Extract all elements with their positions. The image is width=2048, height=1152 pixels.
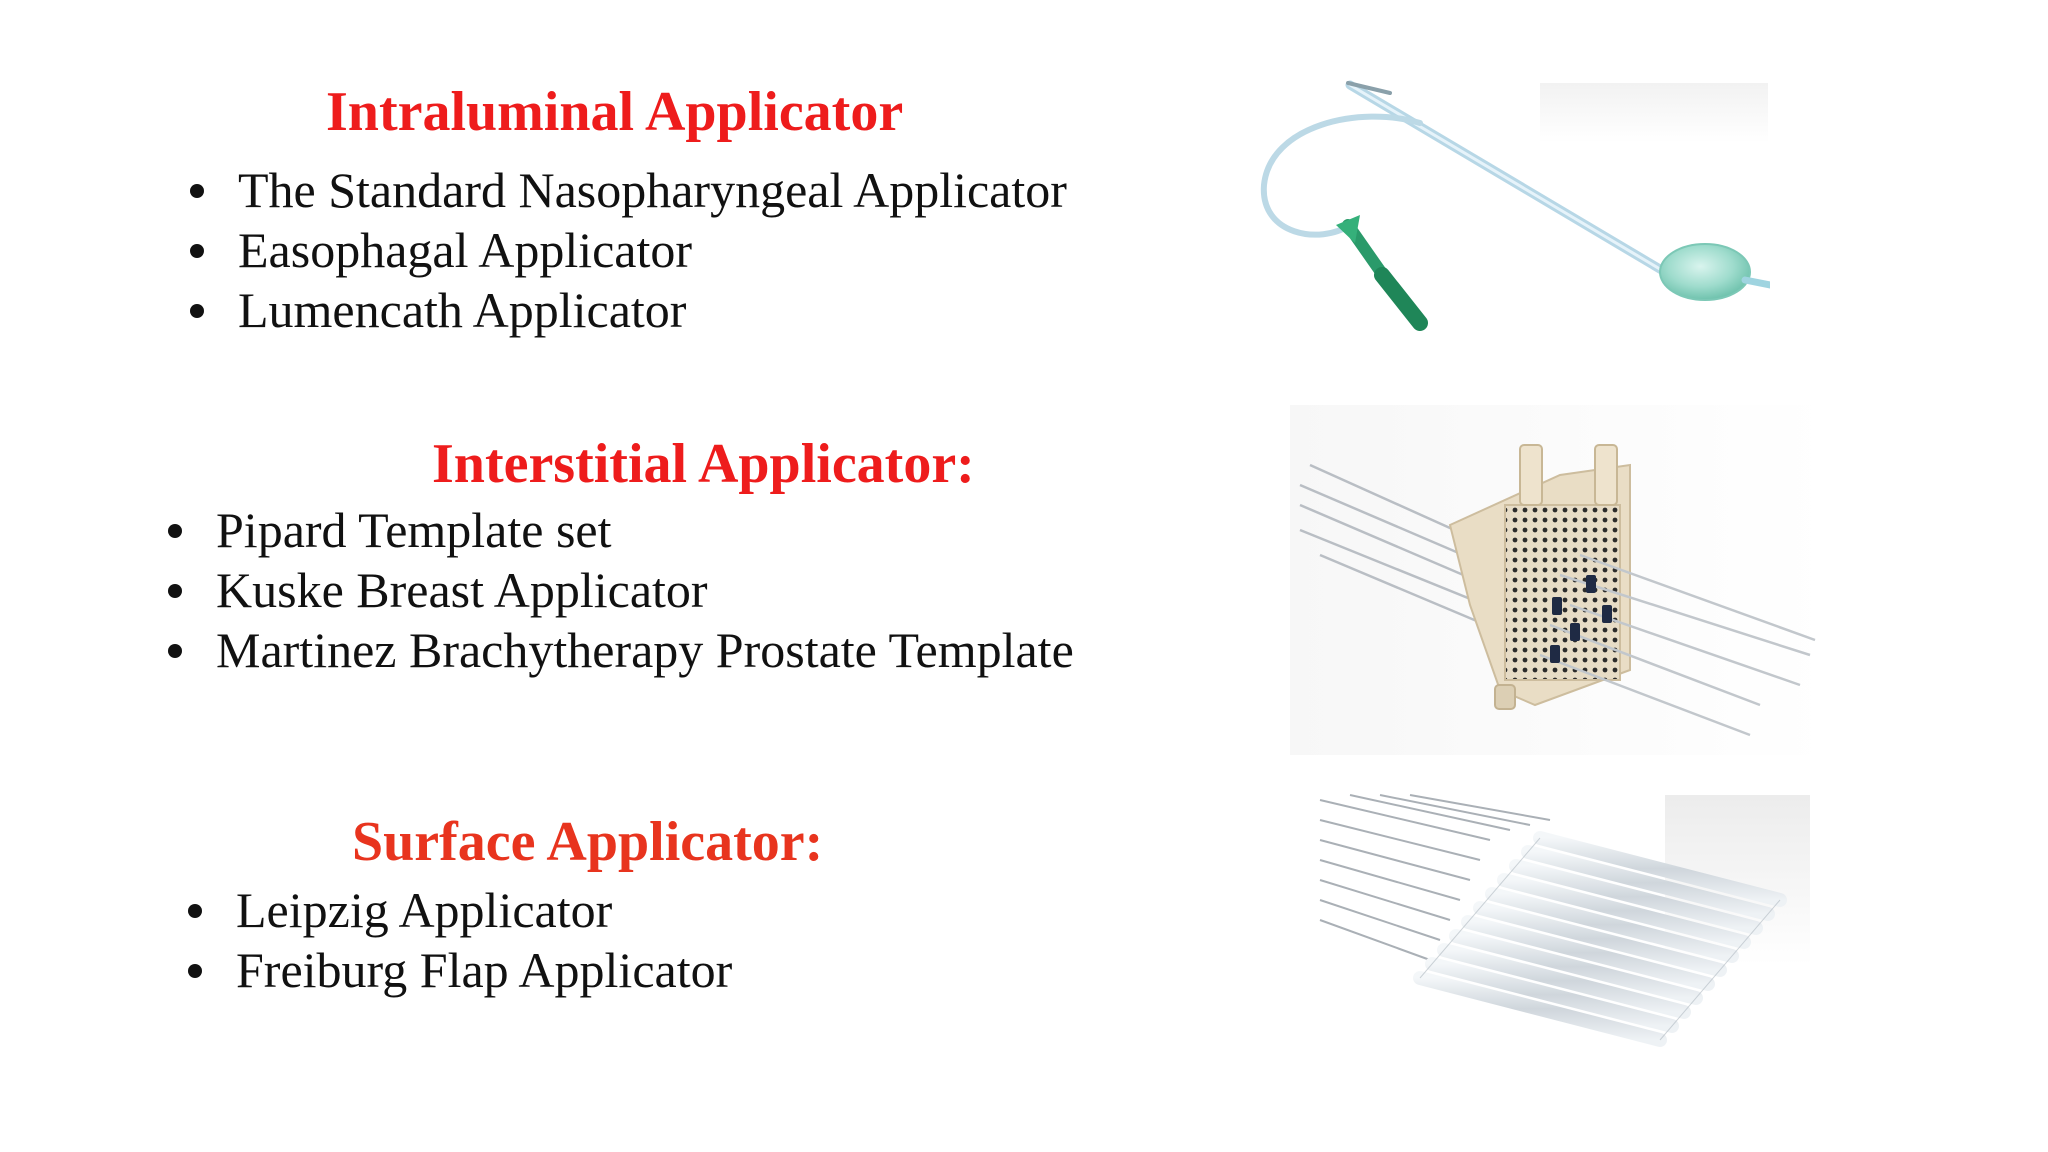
list-item-label: Easophagal Applicator xyxy=(238,222,693,278)
list-item: Leipzig Applicator xyxy=(188,880,732,940)
list-item-label: Freiburg Flap Applicator xyxy=(236,942,733,998)
section-title-intraluminal: Intraluminal Applicator xyxy=(326,81,904,143)
list-item: The Standard Nasopharyngeal Applicator xyxy=(190,160,1067,220)
list-item-label: The Standard Nasopharyngeal Applicator xyxy=(238,162,1067,218)
list-item: Martinez Brachytherapy Prostate Template xyxy=(168,620,1074,680)
flap-tube-array-photo xyxy=(1310,790,1810,1120)
bullet-icon xyxy=(190,184,204,198)
intraluminal-list: The Standard Nasopharyngeal Applicator E… xyxy=(190,160,1067,340)
list-item: Freiburg Flap Applicator xyxy=(188,940,732,1000)
bullet-icon xyxy=(168,644,182,658)
bullet-icon xyxy=(168,584,182,598)
bullet-icon xyxy=(190,304,204,318)
bullet-icon xyxy=(190,244,204,258)
list-item-label: Lumencath Applicator xyxy=(238,282,687,338)
bullet-icon xyxy=(188,964,202,978)
list-item: Kuske Breast Applicator xyxy=(168,560,1074,620)
list-item: Lumencath Applicator xyxy=(190,280,1067,340)
list-item-label: Kuske Breast Applicator xyxy=(216,562,708,618)
section-title-surface: Surface Applicator: xyxy=(352,811,824,873)
needle-template-grid-photo xyxy=(1290,405,1830,755)
list-item-label: Pipard Template set xyxy=(216,502,612,558)
catheter-balloon-applicator-photo xyxy=(1250,75,1770,345)
section-title-interstitial: Interstitial Applicator: xyxy=(432,433,975,495)
bullet-icon xyxy=(188,904,202,918)
list-item-label: Leipzig Applicator xyxy=(236,882,613,938)
surface-list: Leipzig Applicator Freiburg Flap Applica… xyxy=(188,880,732,1000)
interstitial-list: Pipard Template set Kuske Breast Applica… xyxy=(168,500,1074,680)
list-item: Pipard Template set xyxy=(168,500,1074,560)
list-item-label: Martinez Brachytherapy Prostate Template xyxy=(216,622,1074,678)
list-item: Easophagal Applicator xyxy=(190,220,1067,280)
bullet-icon xyxy=(168,524,182,538)
